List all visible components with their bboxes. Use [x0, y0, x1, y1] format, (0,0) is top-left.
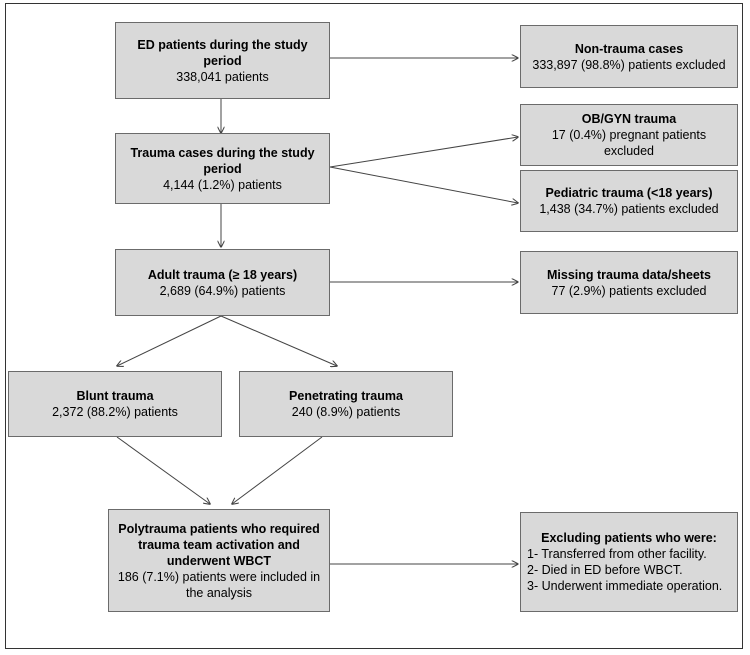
arrow-blunt-to-poly [116, 436, 210, 504]
node-polytrauma-included: Polytrauma patients who required trauma … [108, 509, 330, 612]
node-pediatric-detail: 1,438 (34.7%) patients excluded [539, 202, 719, 216]
node-obgyn-trauma: OB/GYN trauma 17 (0.4%) pregnant patient… [520, 104, 738, 166]
node-excluding-criteria: Excluding patients who were: 1- Transfer… [520, 512, 738, 612]
node-blunt-trauma-detail: 2,372 (88.2%) patients [52, 405, 178, 419]
arrow-penetrating-to-poly [232, 436, 323, 504]
node-trauma-cases-detail: 4,144 (1.2%) patients [163, 177, 282, 192]
exclusion-item: 2- Died in ED before WBCT. [527, 563, 683, 577]
node-trauma-cases: Trauma cases during the study period 4,1… [115, 133, 330, 204]
node-adult-trauma: Adult trauma (≥ 18 years) 2,689 (64.9%) … [115, 249, 330, 316]
node-polytrauma-detail: 186 (7.1%) patients were included in the… [117, 569, 321, 600]
node-non-trauma-cases: Non-trauma cases 333,897 (98.8%) patient… [520, 25, 738, 88]
node-polytrauma-title: Polytrauma patients who required trauma … [118, 521, 320, 568]
node-missing-data: Missing trauma data/sheets 77 (2.9%) pat… [520, 251, 738, 314]
node-excluding-title: Excluding patients who were: [541, 531, 717, 545]
node-penetrating-trauma: Penetrating trauma 240 (8.9%) patients [239, 371, 453, 437]
exclusion-item: 3- Underwent immediate operation. [527, 579, 723, 593]
node-missing-detail: 77 (2.9%) patients excluded [551, 283, 707, 298]
node-adult-trauma-detail: 2,689 (64.9%) patients [159, 283, 286, 298]
node-blunt-trauma-title: Blunt trauma [76, 389, 154, 403]
node-ed-patients-title: ED patients during the study period [137, 37, 308, 68]
node-non-trauma-detail: 333,897 (98.8%) patients excluded [532, 57, 726, 72]
node-blunt-trauma: Blunt trauma 2,372 (88.2%) patients [8, 371, 222, 437]
node-non-trauma-title: Non-trauma cases [574, 41, 684, 56]
node-pediatric-trauma: Pediatric trauma (<18 years) 1,438 (34.7… [520, 170, 738, 232]
node-pediatric-title: Pediatric trauma (<18 years) [545, 186, 713, 200]
arrow-trauma-to-pediatric [329, 166, 518, 203]
exclusion-item: 1- Transferred from other facility. [527, 547, 707, 561]
node-ed-patients-detail: 338,041 patients [176, 69, 269, 84]
node-penetrating-trauma-title: Penetrating trauma [289, 389, 403, 403]
node-adult-trauma-title: Adult trauma (≥ 18 years) [147, 267, 298, 282]
node-ed-patients: ED patients during the study period 338,… [115, 22, 330, 99]
node-penetrating-trauma-detail: 240 (8.9%) patients [291, 405, 401, 419]
node-obgyn-detail: 17 (0.4%) pregnant patients excluded [551, 128, 707, 158]
arrow-adult-to-blunt [117, 315, 222, 366]
diagram-frame [5, 3, 743, 649]
node-trauma-cases-title: Trauma cases during the study period [130, 145, 315, 176]
node-missing-title: Missing trauma data/sheets [547, 267, 711, 282]
arrow-adult-to-penetrating [220, 315, 337, 366]
arrow-trauma-to-obgyn [329, 137, 518, 168]
node-obgyn-title: OB/GYN trauma [581, 112, 677, 126]
